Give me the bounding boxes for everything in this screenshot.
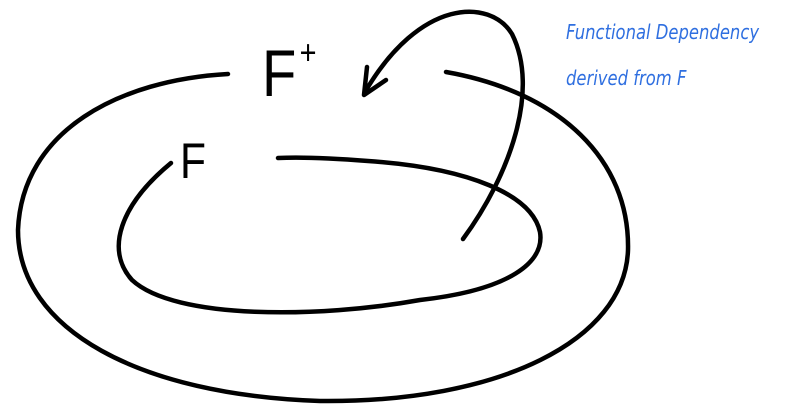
inner-set-symbol: F (180, 133, 206, 189)
inner-set-boundary (116, 155, 543, 315)
annotation-line-1: Functional Dependency (566, 20, 760, 44)
annotation-line-2: derived from F (566, 66, 687, 90)
outer-set-symbol: F (262, 36, 297, 110)
arrowhead (361, 64, 389, 98)
derivation-arrow (362, 9, 526, 242)
outer-set-label: F+ (262, 36, 317, 106)
outer-set-superscript: + (299, 34, 317, 72)
inner-set-label: F (180, 136, 206, 186)
outer-set-boundary (15, 69, 631, 404)
